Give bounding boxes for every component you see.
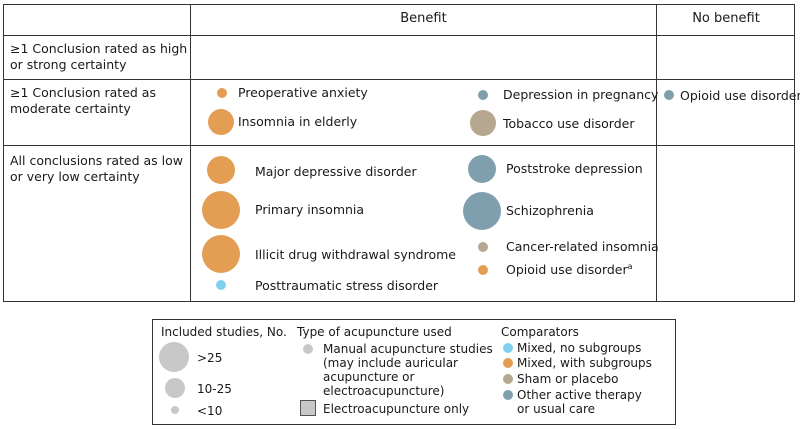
- header-benefit: Benefit: [400, 11, 447, 26]
- legend-studies-large: >25: [197, 351, 223, 365]
- legend-type-title: Type of acupuncture used: [297, 325, 452, 339]
- label-tobacco-use: Tobacco use disorder: [503, 116, 635, 131]
- label-schizophrenia: Schizophrenia: [506, 203, 594, 218]
- label-primary-insomnia: Primary insomnia: [255, 202, 365, 217]
- bubble-tobacco-use: [470, 110, 496, 136]
- bubble-opioid-low: [478, 265, 488, 275]
- label-opioid-low: Opioid use disordera: [506, 261, 633, 277]
- bubble-schizophrenia: [463, 192, 501, 230]
- row-label-low-certainty: All conclusions rated as low or very low…: [10, 153, 184, 184]
- row-divider-moderate: [3, 145, 795, 146]
- legend-comp-other-1: Other active therapy: [517, 388, 642, 402]
- legend-comp-other-2: or usual care: [517, 402, 596, 416]
- legend-type-manual-3: acupuncture or: [323, 370, 415, 384]
- summary-table: [3, 4, 795, 302]
- legend-comp-other-dot: [503, 390, 513, 400]
- label-poststroke: Poststroke depression: [506, 161, 643, 176]
- label-major-depressive: Major depressive disorder: [255, 164, 417, 179]
- legend-type-manual-1: Manual acupuncture studies: [323, 342, 493, 356]
- bubble-depression-pregnancy: [478, 90, 488, 100]
- legend-type-electro: Electroacupuncture only: [323, 402, 470, 416]
- bubble-cancer-insomnia: [478, 242, 488, 252]
- bubble-major-depressive: [207, 156, 235, 184]
- legend-bubble-large: [159, 342, 189, 372]
- col-divider-label: [190, 4, 191, 302]
- label-depression-pregnancy: Depression in pregnancy: [503, 87, 659, 102]
- bubble-preoperative-anxiety: [217, 88, 227, 98]
- label-illicit-drug: Illicit drug withdrawal syndrome: [255, 247, 456, 262]
- bubble-ptsd: [216, 280, 226, 290]
- legend-comparators-title: Comparators: [501, 325, 579, 339]
- bubble-illicit-drug: [202, 235, 240, 273]
- bubble-poststroke: [468, 155, 496, 183]
- label-opioid-no-benefit: Opioid use disordera: [680, 88, 800, 103]
- legend-comp-mixed-with-dot: [503, 358, 513, 368]
- legend-comp-sham-dot: [503, 374, 513, 384]
- label-preoperative-anxiety: Preoperative anxiety: [238, 85, 368, 100]
- legend-bubble-medium: [165, 378, 185, 398]
- legend-comp-mixed-no: Mixed, no subgroups: [517, 341, 642, 355]
- legend-bubble-small: [171, 406, 179, 414]
- col-divider-nobenefit: [656, 4, 657, 302]
- legend-type-manual-2: (may include auricular: [323, 356, 458, 370]
- legend-comp-mixed-with: Mixed, with subgroups: [517, 356, 652, 370]
- row-label-moderate-certainty: ≥1 Conclusion rated as moderate certaint…: [10, 85, 156, 116]
- header-no-benefit: No benefit: [692, 11, 760, 26]
- label-insomnia-elderly: Insomnia in elderly: [238, 114, 358, 129]
- legend-manual-dot: [303, 344, 313, 354]
- legend-studies-small: <10: [197, 404, 223, 418]
- bubble-insomnia-elderly: [208, 109, 234, 135]
- bubble-primary-insomnia: [202, 191, 240, 229]
- label-ptsd: Posttraumatic stress disorder: [255, 278, 439, 293]
- footnote-a: a: [627, 261, 633, 271]
- bubble-opioid-no-benefit: [664, 90, 674, 100]
- legend-comp-mixed-no-dot: [503, 343, 513, 353]
- legend-box: Included studies, No. >25 10-25 <10 Type…: [152, 319, 676, 425]
- row-divider-high: [3, 79, 795, 80]
- legend-type-manual-4: electroacupuncture): [323, 384, 445, 398]
- legend-studies-title: Included studies, No.: [161, 325, 287, 339]
- label-cancer-insomnia: Cancer-related insomnia: [506, 239, 659, 254]
- legend-studies-medium: 10-25: [197, 382, 232, 396]
- row-label-high-certainty: ≥1 Conclusion rated as high or strong ce…: [10, 41, 188, 72]
- legend-comp-sham: Sham or placebo: [517, 372, 619, 386]
- legend-electro-square: [300, 400, 316, 416]
- row-divider-header: [3, 35, 795, 36]
